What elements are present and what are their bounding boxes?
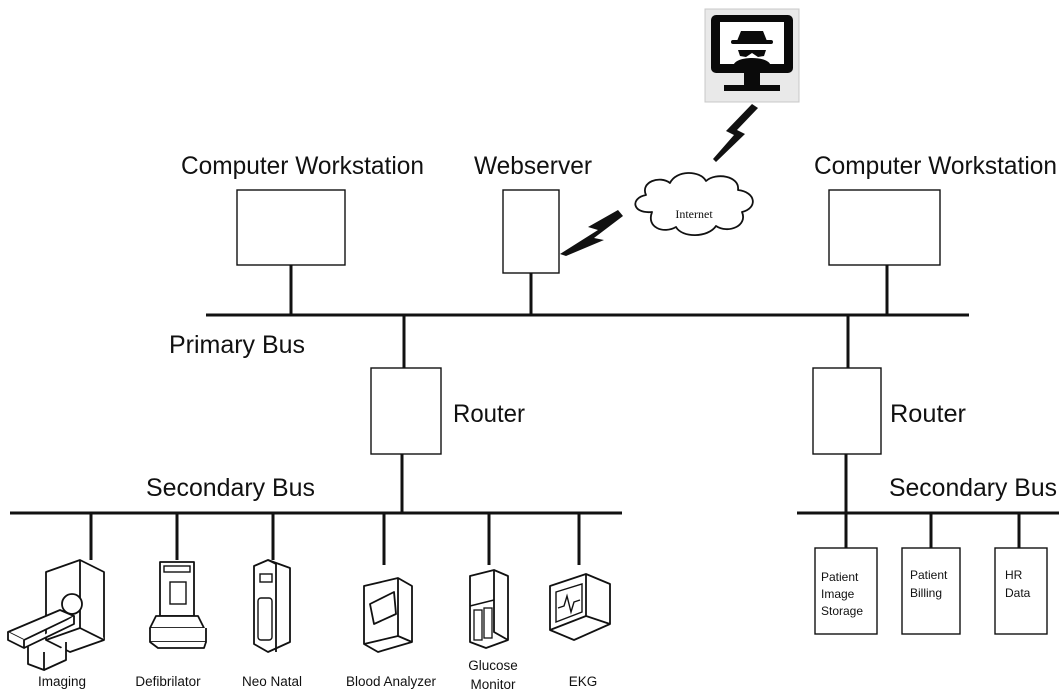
patient-billing-box	[901, 547, 961, 635]
neonatal-incubator-icon	[253, 559, 291, 653]
patient-image-storage-label-line1: Patient	[821, 570, 859, 584]
glucose-monitor-label-line1: Glucose	[468, 658, 518, 673]
internet-label: Internet	[675, 207, 713, 221]
router-right-box	[812, 367, 882, 455]
workstation-right-label: Computer Workstation	[814, 152, 1057, 180]
glucose-monitor-label-line2: Monitor	[470, 677, 516, 692]
patient-billing-label-line1: Patient	[910, 568, 948, 582]
router-right-label: Router	[890, 400, 966, 428]
patient-billing-label-line2: Billing	[910, 586, 942, 600]
ct-scanner-icon	[7, 559, 105, 671]
defibrilator-label: Defibrilator	[135, 674, 201, 689]
lightning-bolt-icon	[713, 104, 758, 162]
primary-bus-label: Primary Bus	[169, 331, 305, 359]
defibrillator-icon	[149, 561, 207, 649]
neo-natal-label: Neo Natal	[242, 674, 302, 689]
secondary-bus-right-label: Secondary Bus	[889, 474, 1057, 502]
lightning-bolt-icon	[560, 210, 623, 256]
patient-image-storage-box	[814, 547, 878, 635]
hacker-monitor-icon	[704, 8, 800, 103]
hr-data-label-line1: HR	[1005, 568, 1023, 582]
secondary-bus-left-label: Secondary Bus	[146, 474, 315, 502]
workstation-left-label: Computer Workstation	[181, 152, 424, 180]
blood-analyzer-label: Blood Analyzer	[346, 674, 437, 689]
glucose-monitor-icon	[469, 569, 509, 649]
webserver-box	[502, 189, 560, 274]
webserver-label: Webserver	[474, 152, 592, 180]
router-left-box	[370, 367, 442, 455]
workstation-left-box	[236, 189, 346, 266]
router-left-label: Router	[453, 400, 525, 428]
hr-data-box	[994, 547, 1048, 635]
blood-analyzer-icon	[363, 577, 413, 653]
workstation-right-box	[828, 189, 941, 266]
hr-data-label-line2: Data	[1005, 586, 1031, 600]
ekg-label: EKG	[569, 674, 598, 689]
imaging-label: Imaging	[38, 674, 86, 689]
patient-image-storage-label-line2: Image	[821, 587, 855, 601]
ekg-monitor-icon	[549, 573, 611, 641]
patient-image-storage-label-line3: Storage	[821, 604, 863, 618]
cloud-icon	[634, 172, 754, 237]
